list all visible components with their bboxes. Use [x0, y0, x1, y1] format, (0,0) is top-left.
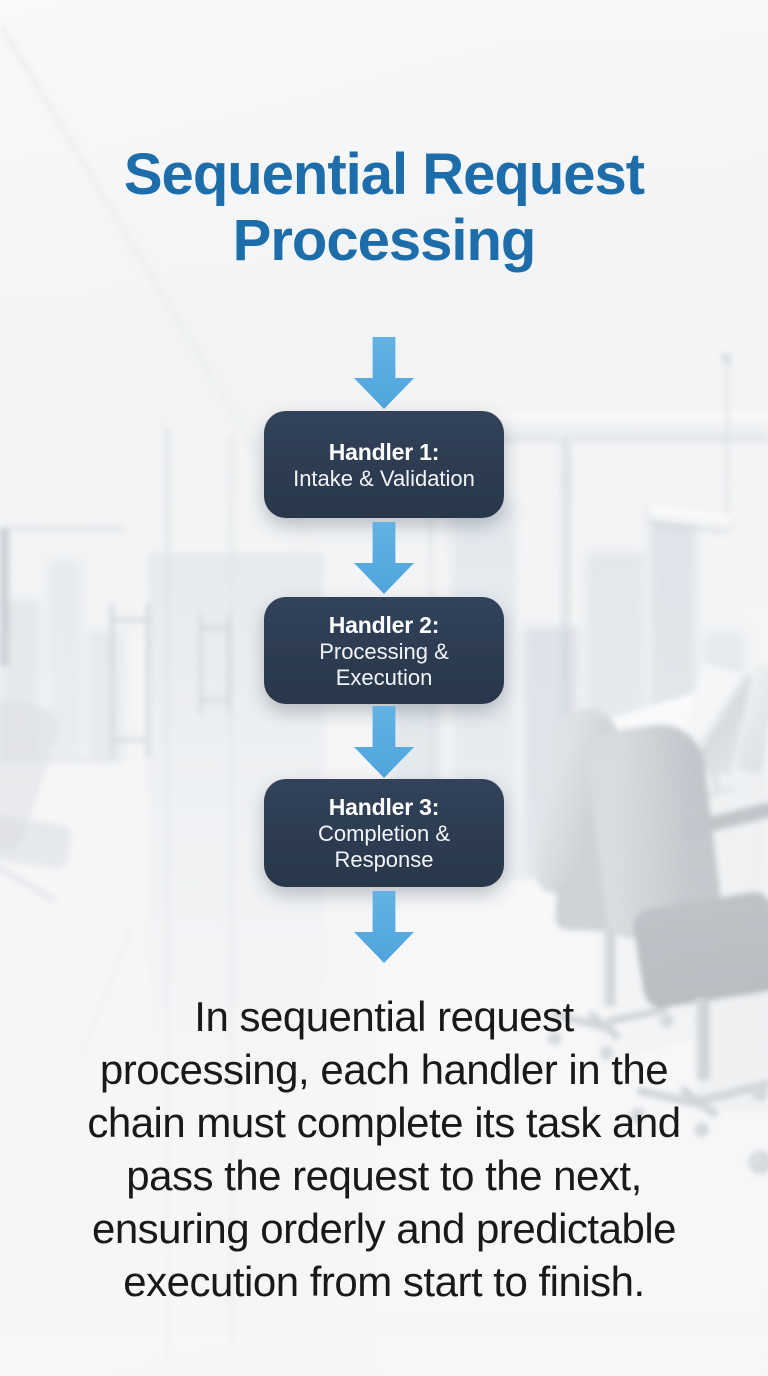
chair-wheel: [600, 1046, 613, 1059]
window-frame: [0, 527, 126, 530]
window-frame: [0, 528, 9, 666]
handler-label: Handler 2:: [328, 611, 440, 638]
door-handle: [110, 618, 150, 622]
door-handle: [199, 614, 203, 714]
handler-description: Completion & Response: [317, 821, 451, 872]
pendant-light-cable: [726, 358, 728, 516]
handler-label: Handler 3:: [328, 794, 440, 820]
door-handle: [146, 603, 150, 758]
door-handle: [199, 698, 231, 702]
chair-wheel: [630, 1108, 645, 1123]
handler-box-3: Handler 3: Completion & Response: [264, 779, 504, 887]
chair-wheel: [752, 1086, 767, 1101]
door-handle: [110, 738, 150, 742]
pendant-light-cable: [722, 354, 731, 363]
office-chair: [696, 998, 709, 1080]
handler-description: Processing & Execution: [319, 638, 449, 690]
door-handle: [199, 626, 231, 630]
chair-wheel: [548, 1032, 561, 1045]
handler-description: Intake & Validation: [293, 465, 475, 491]
window-frame: [0, 758, 120, 761]
handler-box-2: Handler 2: Processing & Execution: [264, 597, 504, 704]
chair-wheel: [694, 1122, 709, 1137]
handler-label: Handler 1:: [328, 438, 440, 465]
door-handle: [110, 603, 114, 758]
page-title: Sequential Request Processing: [123, 142, 645, 273]
chair-wheel: [660, 1014, 673, 1027]
description-text: In sequential request processing, each h…: [87, 993, 681, 1305]
office-chair: [604, 928, 615, 1006]
door-handle: [227, 614, 231, 714]
chair-wheel: [748, 1150, 768, 1174]
handler-box-1: Handler 1: Intake & Validation: [264, 411, 504, 518]
